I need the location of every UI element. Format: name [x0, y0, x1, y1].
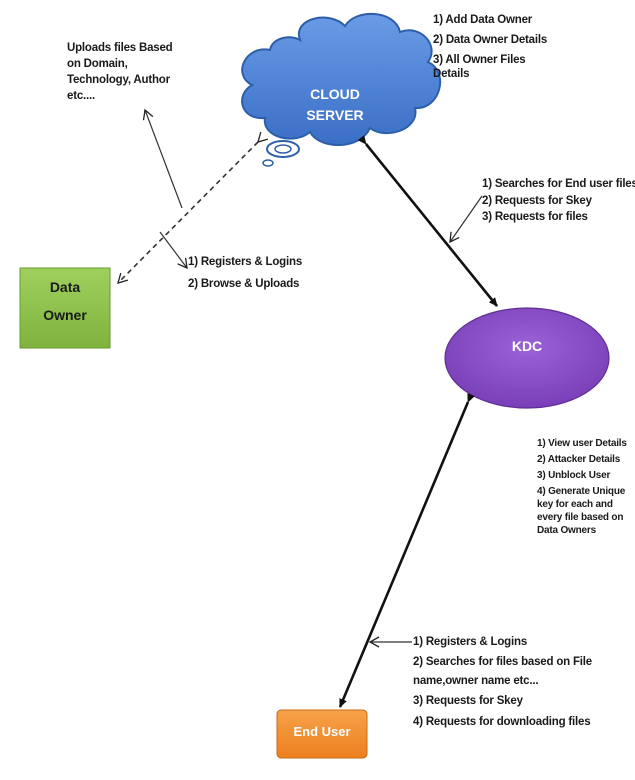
connector-cloud-kdc	[357, 135, 499, 307]
kdc-node[interactable]	[444, 307, 610, 409]
end-user-actions-list: 1) Registers & Logins 2) Searches for fi…	[413, 636, 592, 728]
connector-kdc-end-user	[338, 393, 475, 708]
cloud-server-label: CLOUD SERVER	[306, 86, 364, 123]
data-owner-label: Data Owner	[43, 279, 87, 323]
pointer-upload-note	[142, 108, 183, 209]
owner-actions-list: 1) Registers & Logins 2) Browse & Upload…	[188, 256, 303, 290]
kdc-label: KDC	[511, 338, 543, 354]
connector-cloud-data-owner	[117, 131, 269, 284]
pointer-kdc-requests	[449, 195, 483, 244]
pointer-owner-actions	[159, 231, 188, 270]
data-owner-node[interactable]	[19, 267, 111, 349]
kdc-functions-list: 1) View user Details 2) Attacker Details…	[537, 438, 627, 536]
kdc-requests-list: 1) Searches for End user files 2) Reques…	[482, 178, 635, 224]
end-user-label: End User	[293, 724, 351, 739]
upload-note: Uploads files Based on Domain, Technolog…	[67, 42, 173, 103]
end-user-node[interactable]	[276, 709, 368, 759]
cloud-functions-list: 1) Add Data Owner 2) Data Owner Details …	[433, 14, 548, 81]
